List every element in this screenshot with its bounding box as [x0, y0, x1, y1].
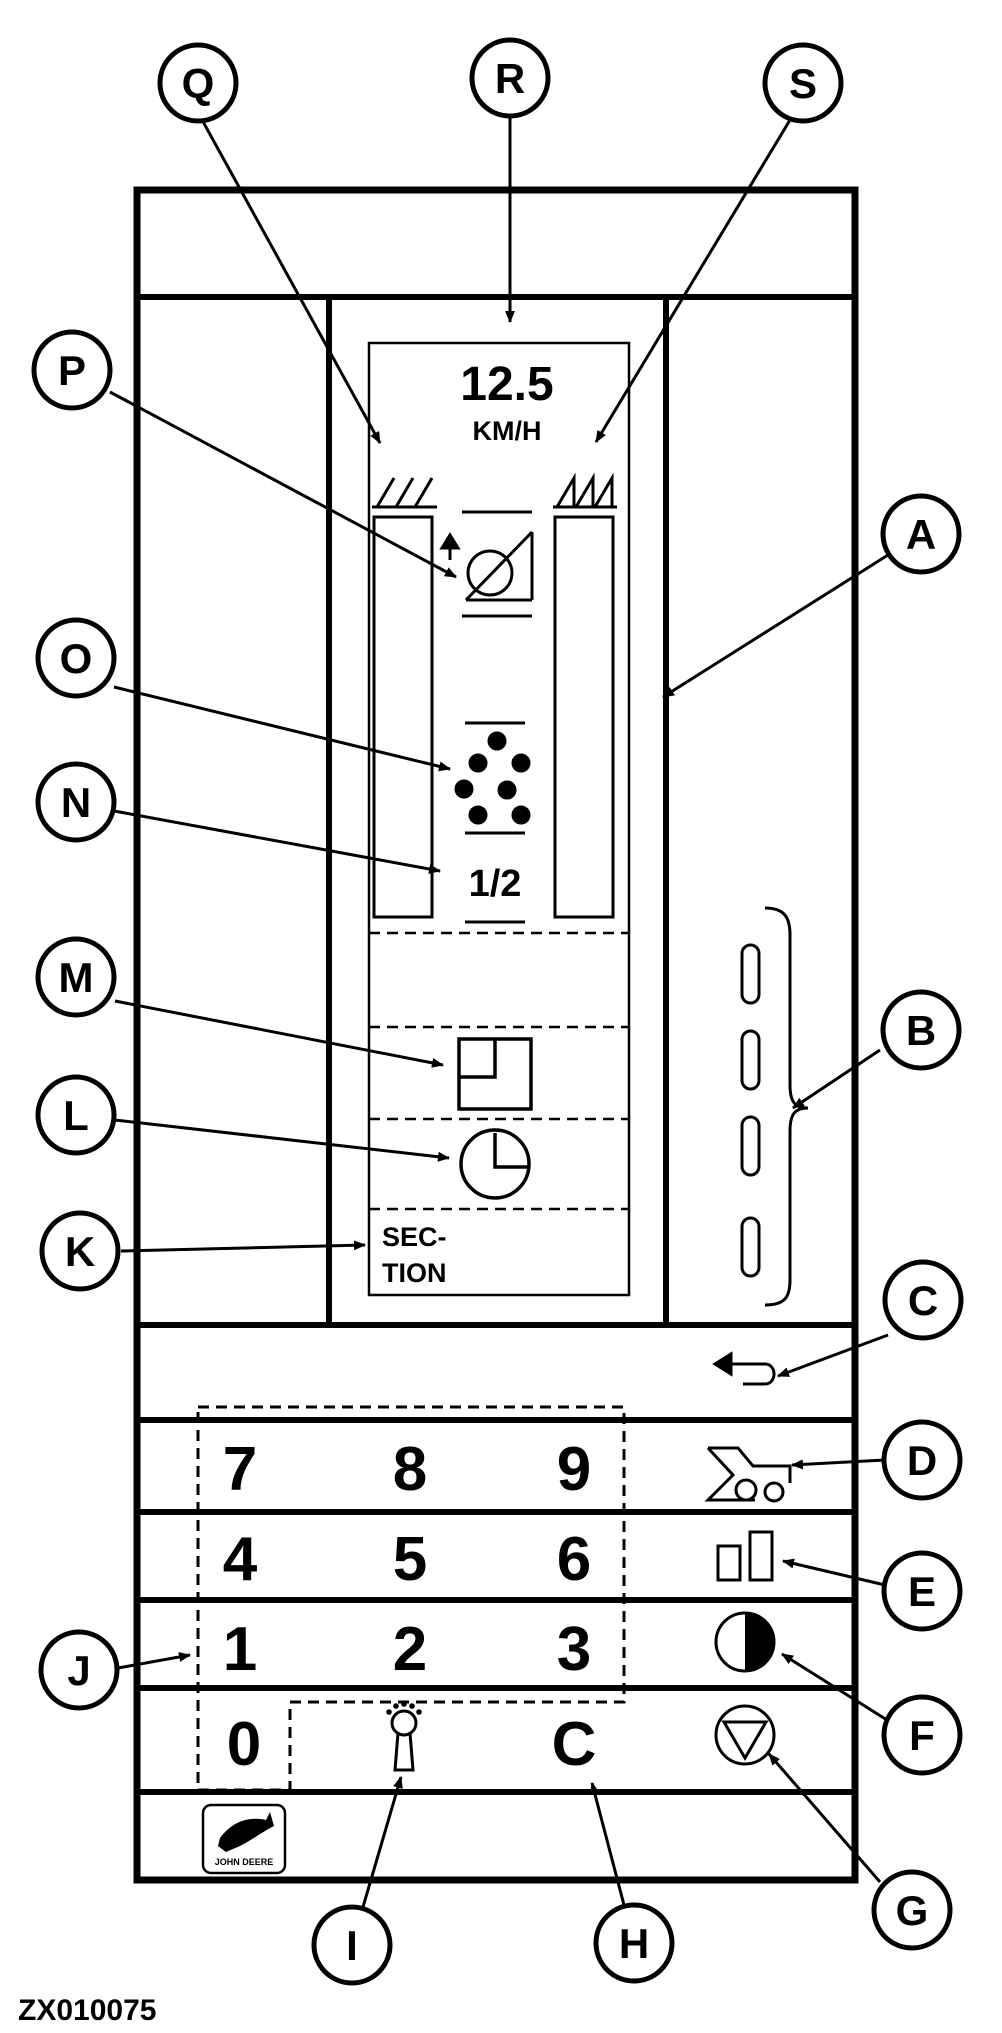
callout-m: M — [59, 954, 94, 1001]
callout-circle-h — [593, 1902, 675, 1984]
key-8[interactable]: 8 — [393, 1435, 427, 1504]
callout-circle-b — [880, 989, 962, 1071]
logo-text: JOHN DEERE — [215, 1857, 274, 1867]
callout-s: S — [789, 60, 817, 107]
callout-p: P — [58, 347, 86, 394]
speed-value: 12.5 — [460, 358, 553, 411]
key-0[interactable]: 0 — [227, 1710, 261, 1779]
side-button-3[interactable] — [740, 1115, 761, 1177]
stubble-icon — [372, 477, 437, 509]
callout-a: A — [906, 511, 936, 558]
side-buttons-brace — [764, 906, 809, 1307]
half-circle-icon[interactable] — [714, 1611, 776, 1673]
fraction-readout: 1/2 — [469, 863, 522, 905]
right-bargraph — [553, 472, 617, 919]
callout-circle-a — [880, 493, 962, 575]
callout-j: J — [67, 1647, 90, 1694]
callout-q: Q — [182, 60, 215, 107]
keypad: 7 8 9 4 5 6 1 2 3 0 C — [223, 1435, 597, 1779]
callout-circle-o — [35, 617, 117, 699]
callout-h: H — [619, 1920, 649, 1967]
callout-o: O — [60, 635, 93, 682]
callout-c: C — [908, 1277, 938, 1324]
callout-r: R — [495, 55, 525, 102]
panel-frame — [133, 186, 859, 1884]
callout-i: I — [346, 1922, 358, 1969]
machine-icon[interactable] — [704, 1446, 792, 1503]
callouts — [31, 37, 964, 1986]
callout-circle-e — [881, 1550, 963, 1632]
callout-n: N — [61, 779, 91, 826]
callout-circle-g — [871, 1869, 953, 1951]
display-screen — [367, 341, 631, 1297]
rate-icon — [439, 510, 534, 618]
callout-d: D — [907, 1437, 937, 1484]
section-label-line1: SEC- — [382, 1222, 447, 1252]
callout-circle-r — [469, 37, 551, 119]
return-arrow-icon[interactable] — [712, 1351, 776, 1386]
key-4[interactable]: 4 — [223, 1525, 258, 1594]
side-button-4[interactable] — [740, 1216, 761, 1278]
callout-labels: Q R S P A O N M B L K C D E J F G I H — [58, 55, 938, 1969]
columns-icon[interactable] — [716, 1530, 774, 1582]
callout-circle-m — [35, 936, 117, 1018]
dots-icon — [454, 721, 531, 835]
callout-circle-j — [38, 1629, 120, 1711]
key-clear[interactable]: C — [552, 1710, 597, 1779]
key-6[interactable]: 6 — [557, 1525, 591, 1594]
callout-circle-l — [35, 1074, 117, 1156]
john-deere-logo-icon: JOHN DEERE — [201, 1803, 287, 1875]
callout-circle-f — [881, 1694, 963, 1776]
left-bargraph — [372, 477, 437, 919]
callout-circle-q — [157, 42, 239, 124]
crop-icon — [553, 472, 617, 509]
callout-g: G — [896, 1887, 929, 1934]
key-1[interactable]: 1 — [223, 1615, 257, 1684]
callout-l: L — [63, 1092, 89, 1139]
callout-b: B — [906, 1007, 936, 1054]
leader-lines — [109, 112, 889, 1908]
key-3[interactable]: 3 — [557, 1615, 591, 1684]
callout-circle-p — [31, 329, 113, 411]
side-button-2[interactable] — [740, 1029, 761, 1091]
key-5[interactable]: 5 — [393, 1525, 427, 1594]
callout-e: E — [908, 1568, 936, 1615]
section-label-line2: TION — [382, 1258, 447, 1288]
speed-unit: KM/H — [473, 416, 542, 446]
callout-f: F — [909, 1712, 935, 1759]
key-9[interactable]: 9 — [557, 1435, 591, 1504]
leader-line-b — [792, 1048, 881, 1110]
side-buttons[interactable] — [740, 906, 809, 1307]
down-triangle-icon[interactable] — [714, 1704, 776, 1766]
callout-circle-s — [762, 42, 844, 124]
callout-circle-n — [35, 761, 117, 843]
figure-id: ZX010075 — [18, 1994, 156, 2027]
key-2[interactable]: 2 — [393, 1615, 427, 1684]
callout-circle-d — [881, 1419, 963, 1501]
callout-circle-i — [311, 1904, 393, 1986]
callout-circle-c — [882, 1259, 964, 1341]
clock-icon — [459, 1128, 531, 1200]
callout-circle-k — [39, 1210, 121, 1292]
side-button-1[interactable] — [740, 943, 761, 1005]
key-7[interactable]: 7 — [223, 1435, 257, 1504]
light-icon[interactable] — [386, 1701, 422, 1772]
callout-k: K — [65, 1228, 95, 1275]
area-icon — [457, 1037, 533, 1111]
keypad-outline — [196, 1405, 626, 1792]
